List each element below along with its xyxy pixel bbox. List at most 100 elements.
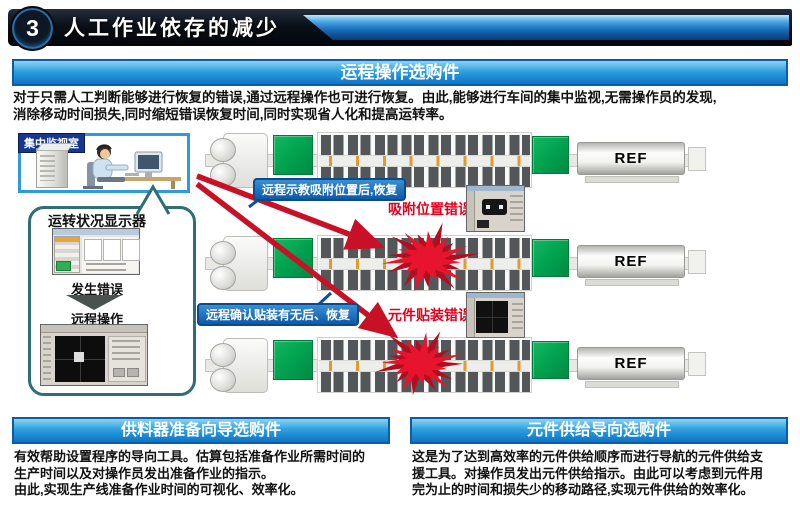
- camera-view: [476, 301, 508, 333]
- loader-drum: [210, 343, 236, 367]
- header-bar: [8, 9, 792, 46]
- flow-box-pointer: [135, 184, 171, 215]
- feeder-line1: 有效帮助设置程序的导向工具。估算包括准备作业所需时间的: [14, 449, 366, 464]
- component-marker: [74, 352, 84, 362]
- feeder-slots-top: [319, 135, 530, 155]
- pickup-error-screenshot: [466, 185, 525, 232]
- panel: [84, 239, 102, 261]
- component-dot: [486, 205, 490, 209]
- remote-description: 对于只需人工判断能够进行恢复的错误,通过远程操作也可进行恢复。由此,能够进行车间…: [13, 89, 789, 123]
- component-thumb: [477, 220, 489, 228]
- loader-drum: [210, 241, 236, 265]
- loader-drum: [210, 163, 236, 187]
- screenshot-titlebar: [467, 293, 524, 298]
- operator-illustration: [83, 144, 181, 189]
- callout-placement-recovery: 远程确认贴装有无后、恢复: [197, 303, 360, 326]
- panel-lines: [512, 303, 523, 329]
- green-module: [532, 136, 569, 174]
- conveyor-band: [319, 360, 530, 372]
- loader-machine: [210, 236, 268, 291]
- feeder-slots-top: [319, 340, 530, 360]
- panel-lines: [112, 340, 140, 362]
- ref-label: REF: [614, 150, 648, 167]
- component-supply-banner: 元件供给导向选购件: [410, 417, 788, 444]
- section-number: 3: [26, 15, 39, 41]
- line-end-piece: [688, 352, 706, 376]
- camera-view: [55, 336, 105, 382]
- component-dot: [499, 205, 503, 209]
- line-end-piece: [688, 250, 706, 274]
- screenshot-titlebar: [53, 229, 139, 235]
- green-module: [532, 341, 569, 379]
- screenshot-toolbar: [467, 191, 475, 231]
- panel: [103, 239, 121, 261]
- screenshot-titlebar: [467, 186, 524, 191]
- placement-error-label: 元件贴装错误: [388, 307, 472, 323]
- loader-drum: [210, 138, 236, 162]
- feeder-line2: 生产时间以及对操作员发出准备作业的指示。: [14, 465, 275, 481]
- header-stripe: [303, 15, 789, 40]
- remote-option-banner: 运程操作选购件: [12, 59, 788, 86]
- page-title: 人工作业依存的减少: [64, 17, 280, 40]
- production-line-row-1: REF: [0, 131, 800, 191]
- loader-drum: [210, 266, 236, 290]
- remote-description-line1: 对于只需人工判断能够进行恢复的错误,通过远程操作也可进行恢复。由此,能够进行车间…: [13, 90, 717, 105]
- callout-pickup-recovery: 远程示教吸附位置后,恢复: [253, 178, 407, 201]
- loader-machine: [210, 338, 268, 393]
- supply-line1: 这是为了达到高效率的元件供给顺序而进行导航的元件供给支: [412, 449, 764, 464]
- ref-machine: REF: [577, 142, 685, 175]
- pickup-error-label: 吸附位置错误: [388, 201, 472, 217]
- screenshot-titlebar: [41, 325, 147, 333]
- loader-drum: [210, 368, 236, 392]
- status-display-screenshot: [52, 228, 140, 275]
- panel-lines: [86, 263, 126, 273]
- ref-base: [585, 381, 679, 388]
- flow-remote-action: 远程操作: [70, 312, 123, 327]
- green-module: [273, 238, 313, 278]
- ref-label: REF: [614, 253, 648, 270]
- mini-button: [113, 368, 125, 377]
- ref-base: [585, 279, 679, 286]
- ref-label: REF: [614, 355, 648, 372]
- mounter-modules: [317, 132, 532, 188]
- central-monitor-room-box: 集中监视室: [18, 133, 190, 193]
- green-module: [273, 340, 313, 380]
- feeder-setup-description: 有效帮助设置程序的导向工具。估算包括准备作业所需时间的 生产时间以及对操作员发出…: [14, 449, 396, 499]
- supply-line3: 完为止的时间和损失少的移动路径,实现元件供给的效率化。: [412, 482, 754, 497]
- production-line-row-2: REF: [0, 234, 800, 294]
- conveyor-band: [319, 155, 530, 167]
- production-line-row-3: REF: [0, 336, 800, 396]
- ref-machine: REF: [577, 347, 685, 380]
- remote-description-line2: 消除移动时间损失,同时缩短错误恢复时间,同时实现省人化和提高运转率。: [13, 107, 453, 122]
- screenshot-toolbar: [467, 298, 475, 337]
- green-module: [532, 239, 569, 277]
- feeder-slots-bottom: [319, 372, 530, 392]
- side-panel: [108, 336, 146, 382]
- feeder-slots-bottom: [319, 270, 530, 290]
- feeder-setup-banner: 供料器准备向导选购件: [12, 417, 390, 444]
- ref-machine: REF: [577, 245, 685, 278]
- green-module: [273, 135, 313, 175]
- green-button: [56, 261, 71, 271]
- table-header: [55, 237, 79, 242]
- remote-operation-screenshot: [40, 324, 148, 386]
- component-supply-description: 这是为了达到高效率的元件供给顺序而进行导航的元件供给支 援工具。对操作员发出元件…: [412, 449, 794, 499]
- flow-error-event: 发生错误: [70, 282, 123, 297]
- line-end-piece: [688, 147, 706, 171]
- feeder-slots-top: [319, 238, 530, 258]
- toolbar-icons: [43, 336, 51, 380]
- down-arrow-icon: [66, 295, 122, 310]
- panel: [122, 239, 140, 261]
- mounter-modules: [317, 235, 532, 291]
- conveyor-band: [319, 258, 530, 270]
- placement-error-screenshot: [466, 292, 525, 338]
- section-number-badge: 3: [10, 6, 55, 51]
- flow-monitor-title: 运转状况显示器: [48, 213, 146, 229]
- supply-line2: 援工具。对操作员发出元件供给指示。由此可以考虑到元件用: [412, 465, 764, 481]
- component-image: [482, 199, 507, 215]
- panel-lines: [510, 195, 523, 225]
- screenshot-panels: [82, 237, 140, 273]
- feeder-line3: 由此,实现生产线准备作业时间的可视化、效率化。: [14, 482, 304, 497]
- mini-button: [127, 368, 139, 377]
